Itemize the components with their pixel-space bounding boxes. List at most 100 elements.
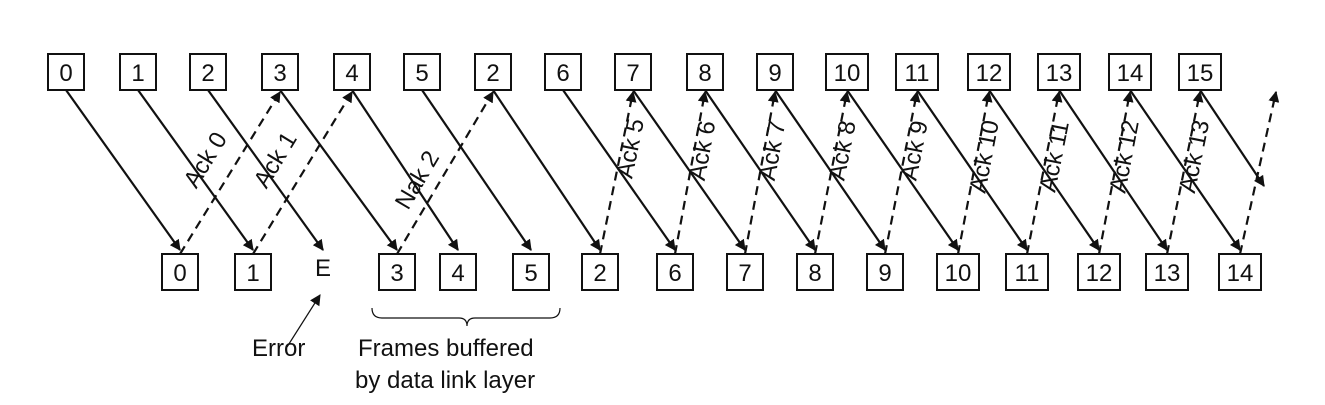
ack-label: Ack 6 xyxy=(684,119,721,183)
sender-frame-box: 10 xyxy=(825,53,869,91)
sender-frame-label: 10 xyxy=(834,60,861,87)
receiver-frame-label: 9 xyxy=(878,260,891,287)
frame-transmission-arrow xyxy=(351,89,459,251)
receiver-frame-label: 14 xyxy=(1227,260,1254,287)
frame-transmission-arrow xyxy=(704,89,816,251)
frame-transmission-arrow xyxy=(207,89,324,251)
frame-transmission-arrow xyxy=(421,89,532,251)
ack-arrow xyxy=(673,90,709,255)
receiver-frame-box: 0 xyxy=(161,253,199,291)
receiver-frame-label: 5 xyxy=(524,260,537,287)
ack-arrow xyxy=(179,91,281,255)
frame-transmission-arrow xyxy=(65,89,181,251)
sender-frame-box: 11 xyxy=(895,53,939,91)
receiver-frame-label: 13 xyxy=(1154,260,1181,287)
sender-frame-box: 7 xyxy=(614,53,652,91)
sender-frame-box: 9 xyxy=(756,53,794,91)
sender-frame-box: 2 xyxy=(189,53,227,91)
ack-arrow xyxy=(1097,90,1134,255)
ack-label: Ack 12 xyxy=(1104,118,1144,195)
receiver-frame-box: 13 xyxy=(1145,253,1189,291)
receiver-frame-label: 2 xyxy=(593,260,606,287)
sender-frame-label: 5 xyxy=(415,60,428,87)
sender-frame-label: 2 xyxy=(201,60,214,87)
ack-arrow xyxy=(598,90,637,255)
sender-frame-label: 6 xyxy=(556,60,569,87)
sender-frame-box: 3 xyxy=(261,53,299,91)
sender-frame-box: 6 xyxy=(544,53,582,91)
ack-label: Ack 11 xyxy=(1034,119,1074,194)
ack-label: Ack 10 xyxy=(964,118,1004,195)
receiver-frame-box: 11 xyxy=(1005,253,1049,291)
frame-transmission-arrow xyxy=(137,89,254,251)
frame-transmission-arrow xyxy=(492,89,601,251)
frame-transmission-arrow xyxy=(562,89,676,251)
frame-transmission-arrow xyxy=(1199,89,1265,187)
frame-transmission-arrow xyxy=(1129,89,1241,251)
sender-frame-box: 2 xyxy=(474,53,512,91)
receiver-frame-label: 3 xyxy=(390,260,403,287)
sender-frame-label: 14 xyxy=(1117,60,1144,87)
receiver-frame-label: 10 xyxy=(945,260,972,287)
sender-frame-box: 4 xyxy=(333,53,371,91)
sender-frame-label: 12 xyxy=(976,60,1003,87)
frame-transmission-arrow xyxy=(1058,89,1168,251)
receiver-frame-box: 4 xyxy=(439,253,477,291)
receiver-frame-box: 7 xyxy=(726,253,764,291)
sender-frame-label: 8 xyxy=(698,60,711,87)
sender-frame-box: 8 xyxy=(686,53,724,91)
sender-frame-label: 4 xyxy=(345,60,358,87)
error-label: Error xyxy=(252,335,305,362)
sender-frame-label: 3 xyxy=(273,60,286,87)
ack-arrow xyxy=(252,91,353,255)
sender-frame-label: 0 xyxy=(59,60,72,87)
ack-label: Ack 7 xyxy=(754,119,791,183)
sender-frame-box: 1 xyxy=(119,53,157,91)
receiver-frame-box: 14 xyxy=(1218,253,1262,291)
sender-frame-label: 1 xyxy=(131,60,144,87)
sender-frame-box: 13 xyxy=(1037,53,1081,91)
ack-arrow xyxy=(743,90,779,255)
sender-frame-box: 14 xyxy=(1108,53,1152,91)
error-pointer-line xyxy=(286,294,321,348)
ack-arrow xyxy=(1238,90,1280,255)
receiver-frame-box: 5 xyxy=(512,253,550,291)
sender-frame-label: 11 xyxy=(905,60,930,87)
ack-label: Ack 9 xyxy=(896,118,934,182)
ack-label: Ack 8 xyxy=(824,118,862,182)
frame-transmission-arrow xyxy=(279,89,398,251)
receiver-frame-box: 1 xyxy=(234,253,272,291)
frame-transmission-arrow xyxy=(916,89,1028,251)
receiver-frame-label: 4 xyxy=(451,260,464,287)
receiver-frame-box: 12 xyxy=(1077,253,1121,291)
sender-frame-box: 5 xyxy=(403,53,441,91)
sender-frame-label: 7 xyxy=(626,60,639,87)
error-mark-label: E xyxy=(315,255,331,282)
receiver-frame-label: 6 xyxy=(668,260,681,287)
frame-transmission-arrow xyxy=(846,89,959,251)
sender-frame-label: 13 xyxy=(1046,60,1073,87)
sender-frame-label: 2 xyxy=(486,60,499,87)
receiver-frame-label: 8 xyxy=(808,260,821,287)
ack-arrow xyxy=(883,90,921,255)
error-mark: E xyxy=(315,255,331,282)
sender-frame-box: 12 xyxy=(967,53,1011,91)
ack-arrow xyxy=(1165,90,1204,255)
receiver-frame-box: 9 xyxy=(866,253,904,291)
receiver-frame-box: 3 xyxy=(378,253,416,291)
frame-transmission-arrow xyxy=(988,89,1100,251)
buffer-brace xyxy=(371,307,561,327)
receiver-frame-box: 10 xyxy=(936,253,980,291)
sender-frame-box: 0 xyxy=(47,53,85,91)
sender-frame-box: 15 xyxy=(1178,53,1222,91)
receiver-frame-box: 8 xyxy=(796,253,834,291)
receiver-frame-label: 7 xyxy=(738,260,751,287)
sender-frame-label: 9 xyxy=(768,60,781,87)
receiver-frame-label: 1 xyxy=(246,260,259,287)
ack-arrow xyxy=(956,90,993,255)
ack-arrow xyxy=(813,90,851,255)
receiver-frame-label: 11 xyxy=(1015,260,1040,287)
receiver-frame-box: 2 xyxy=(581,253,619,291)
ack-arrow xyxy=(1025,90,1063,255)
